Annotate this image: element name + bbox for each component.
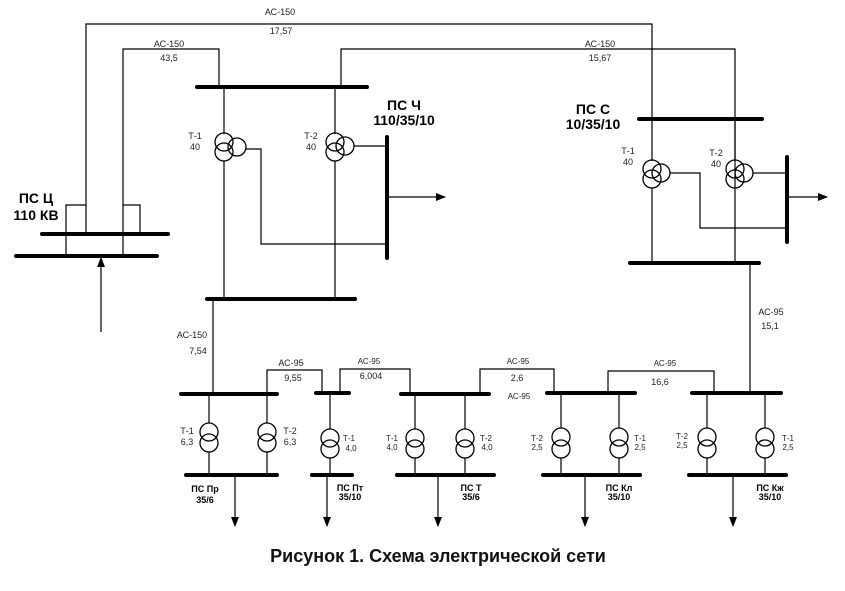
line-length-label: 16,6 <box>651 377 669 387</box>
line-length-label: 43,5 <box>160 53 178 63</box>
substation-ps-ch: ПС Ч 110/35/10 Т-1 40 Т-2 40 <box>188 85 446 301</box>
substation-name: ПС Кл <box>606 483 633 493</box>
line-s-to-kzh: АС-95 15,1 <box>749 263 784 393</box>
transformer-id: Т-2 <box>480 434 493 443</box>
transformer-id: Т-1 <box>782 434 795 443</box>
line-length-label: 17,57 <box>270 26 293 36</box>
substation-voltage: 35/6 <box>196 495 214 505</box>
substation-voltage: 110/35/10 <box>373 112 435 128</box>
transformer-t1: Т-1 4,0 <box>320 393 357 475</box>
substation-ps-kzh: Т-2 2,5 Т-1 2,5 ПС Кж 35/10 <box>676 391 795 527</box>
transformer-t2: Т-2 4,0 <box>455 394 493 475</box>
transformer-t1: Т-1 2,5 <box>609 393 647 475</box>
transformer-t2: Т-2 40 <box>709 119 787 189</box>
substation-name: ПС Пт <box>337 483 364 493</box>
transformer-rating: 4,0 <box>345 444 357 453</box>
line-ch-to-pr: АС-150 7,54 <box>177 299 214 394</box>
substation-voltage: 110 КВ <box>13 207 58 223</box>
line-wire-label: АС-150 <box>177 330 207 340</box>
transformer-id: Т-2 <box>709 148 723 158</box>
substation-name: ПС Т <box>461 483 482 493</box>
substation-voltage: 35/10 <box>608 492 631 502</box>
line-wire-label: АС-95 <box>507 357 530 366</box>
figure-caption: Рисунок 1. Схема электрической сети <box>270 546 606 566</box>
line-c-to-s: АС-150 17,57 <box>85 7 653 234</box>
substation-voltage: 35/6 <box>462 492 480 502</box>
line-wire-label: АС-150 <box>585 39 615 49</box>
transformer-t1: Т-1 40 <box>188 87 387 299</box>
line-length-label: 7,54 <box>189 346 207 356</box>
transformer-rating: 2,5 <box>676 441 688 450</box>
substation-ps-t: Т-1 4,0 Т-2 4,0 ПС Т 35/6 <box>386 392 496 527</box>
substation-voltage: 35/10 <box>339 492 362 502</box>
transformer-id: Т-1 <box>343 434 356 443</box>
transformer-t1: Т-1 4,0 <box>386 394 425 475</box>
transformer-rating: 6,3 <box>284 437 297 447</box>
substation-ps-pt: Т-1 4,0 ПС Пт 35/10 <box>310 391 364 527</box>
transformer-id: Т-1 <box>188 131 202 141</box>
line-wire-label: АС-150 <box>265 7 295 17</box>
transformer-rating: 2,5 <box>634 443 646 452</box>
transformer-rating: 4,0 <box>481 443 493 452</box>
transformer-rating: 2,5 <box>531 443 543 452</box>
substation-voltage: 35/10 <box>759 492 782 502</box>
line-pt-to-t: АС-95 6,004 <box>339 357 411 394</box>
transformer-t2: Т-2 6,3 <box>257 394 297 475</box>
transformer-rating: 40 <box>306 142 316 152</box>
transformer-id: Т-1 <box>634 434 647 443</box>
transformer-t2: Т-2 40 <box>304 87 387 299</box>
line-wire-label-secondary: АС-95 <box>508 392 531 401</box>
substation-voltage: 10/35/10 <box>566 116 621 132</box>
line-kl-to-kzh: АС-95 16,6 <box>607 359 715 393</box>
transformer-id: Т-2 <box>304 131 318 141</box>
substation-ps-kl: Т-2 2,5 Т-1 2,5 ПС Кл 35/10 <box>531 391 647 527</box>
transformer-t1: Т-1 6,3 <box>180 394 219 475</box>
line-wire-label: АС-95 <box>278 358 303 368</box>
transformer-t2: Т-2 2,5 <box>676 393 717 475</box>
substation-name: ПС Ц <box>19 190 54 206</box>
line-c-to-ch: АС-150 43,5 <box>122 39 220 256</box>
substation-ps-s: ПС С 10/35/10 Т-1 40 Т-2 40 <box>566 101 828 265</box>
transformer-t1: Т-1 40 <box>621 119 787 263</box>
transformer-id: Т-2 <box>531 434 544 443</box>
transformer-rating: 40 <box>711 159 721 169</box>
line-length-label: 6,004 <box>360 371 383 381</box>
transformer-id: Т-2 <box>676 432 689 441</box>
transformer-rating: 2,5 <box>782 443 794 452</box>
substation-name: ПС Ч <box>387 97 421 113</box>
substation-name: ПС С <box>576 101 610 117</box>
line-wire-label: АС-95 <box>654 359 677 368</box>
transformer-rating: 6,3 <box>181 437 194 447</box>
transformer-t1: Т-1 2,5 <box>755 393 795 475</box>
line-t-to-kl: АС-95 2,6 АС-95 <box>479 357 555 401</box>
line-length-label: 2,6 <box>511 373 524 383</box>
transformer-rating: 40 <box>623 157 633 167</box>
line-length-label: 9,55 <box>284 373 302 383</box>
line-wire-label: АС-95 <box>358 357 381 366</box>
substation-ps-c: ПС Ц 110 КВ <box>13 190 170 332</box>
transformer-t2: Т-2 2,5 <box>531 393 571 475</box>
line-wire-label: АС-95 <box>758 307 783 317</box>
transformer-id: Т-1 <box>180 426 194 436</box>
line-length-label: 15,67 <box>589 53 612 63</box>
line-pr-to-pt: АС-95 9,55 <box>266 358 323 394</box>
substation-ps-pr: Т-1 6,3 Т-2 6,3 ПС Пр 35/6 <box>179 392 297 527</box>
transformer-id: Т-1 <box>386 434 399 443</box>
transformer-id: Т-1 <box>621 146 635 156</box>
transformer-id: Т-2 <box>283 426 297 436</box>
transformer-rating: 4,0 <box>386 443 398 452</box>
line-length-label: 15,1 <box>761 321 779 331</box>
line-ch-to-s: АС-150 15,67 <box>340 39 736 263</box>
line-wire-label: АС-150 <box>154 39 184 49</box>
substation-name: ПС Кж <box>756 483 784 493</box>
transformer-rating: 40 <box>190 142 200 152</box>
substation-name: ПС Пр <box>191 484 219 494</box>
